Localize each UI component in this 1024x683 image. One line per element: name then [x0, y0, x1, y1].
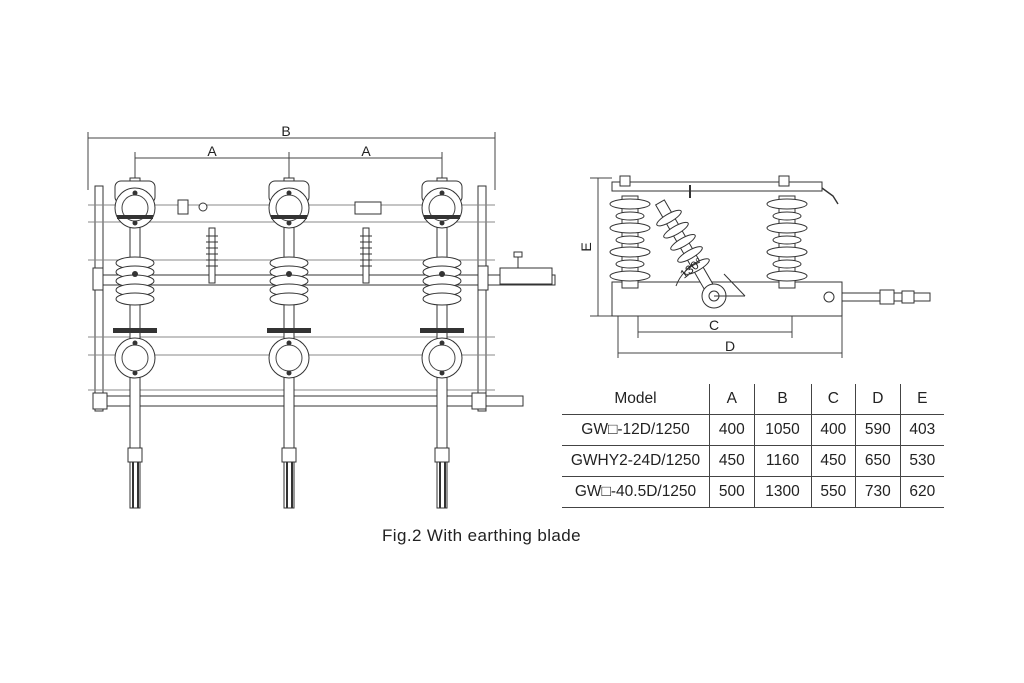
header-b: B [753, 384, 812, 415]
header-c: C [810, 384, 857, 415]
cell-c: 550 [810, 476, 857, 508]
cell-b: 1300 [753, 476, 812, 508]
dim-a-right-label: A [361, 143, 371, 159]
cell-a: 500 [709, 476, 755, 508]
table-row: GW□-40.5D/1250 500 1300 550 730 620 [562, 476, 944, 508]
dimensions-table: Model A B C D E GW□-12D/1250 400 1050 40… [562, 384, 944, 508]
header-e: E [899, 384, 944, 415]
header-a: A [709, 384, 755, 415]
cell-e: 403 [899, 414, 944, 446]
table-header-row: Model A B C D E [562, 384, 944, 415]
front-view: B A A [87, 123, 556, 508]
figure-caption: Fig.2 With earthing blade [382, 526, 581, 545]
cell-d: 730 [855, 476, 901, 508]
cell-model: GWHY2-24D/1250 [562, 445, 710, 477]
table-row: GWHY2-24D/1250 450 1160 450 650 530 [562, 445, 944, 477]
cell-e: 530 [899, 445, 944, 477]
cell-a: 450 [709, 445, 755, 477]
dim-d-label: D [725, 338, 735, 354]
cell-c: 450 [810, 445, 857, 477]
side-view: E 130° C D [578, 175, 931, 358]
dim-c-label: C [709, 317, 719, 333]
cell-model: GW□-40.5D/1250 [562, 476, 710, 508]
dim-a-left-label: A [207, 143, 217, 159]
cell-d: 590 [855, 414, 901, 446]
cell-model: GW□-12D/1250 [562, 414, 710, 446]
cell-b: 1050 [753, 414, 812, 446]
table-row: GW□-12D/1250 400 1050 400 590 403 [562, 414, 944, 446]
cell-a: 400 [709, 414, 755, 446]
header-d: D [855, 384, 901, 415]
cell-b: 1160 [753, 445, 812, 477]
dim-e-label: E [578, 242, 594, 251]
cell-e: 620 [899, 476, 944, 508]
cell-d: 650 [855, 445, 901, 477]
dim-b-label: B [281, 123, 290, 139]
cell-c: 400 [810, 414, 857, 446]
header-model: Model [562, 384, 710, 415]
